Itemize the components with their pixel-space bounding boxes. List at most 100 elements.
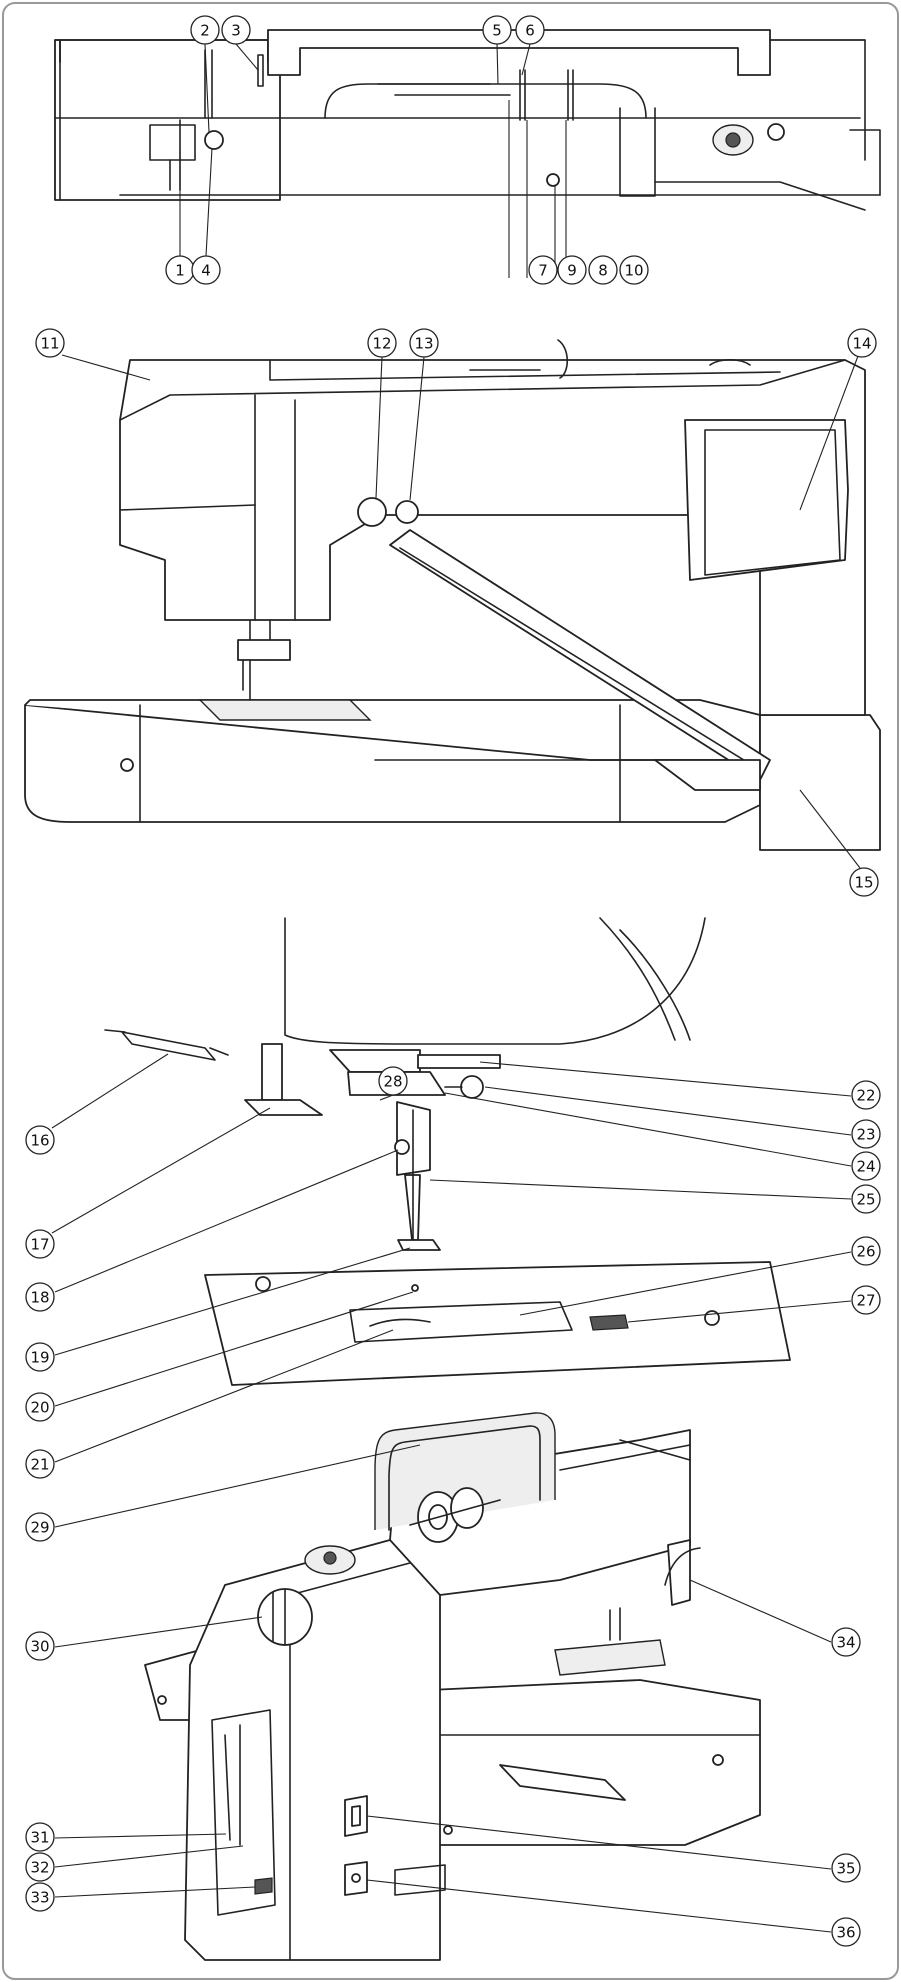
callout-circle-11	[35, 328, 65, 358]
callout-23: 23	[851, 1119, 881, 1149]
callout-number-22: 22	[856, 1087, 875, 1105]
callout-number-31: 31	[30, 1829, 49, 1847]
callout-number-6: 6	[525, 22, 535, 40]
callout-leader-17	[51, 1107, 271, 1234]
callout-circle-15	[849, 867, 879, 897]
callout-9: 9	[557, 255, 587, 285]
callout-4: 4	[191, 255, 221, 285]
callout-circle-23	[851, 1119, 881, 1149]
callout-3: 3	[221, 15, 251, 45]
callout-circle-2	[190, 15, 220, 45]
callout-leader-13	[409, 356, 425, 501]
callout-circle-34	[831, 1627, 861, 1657]
callout-5: 5	[482, 15, 512, 45]
callout-number-32: 32	[30, 1859, 49, 1877]
callout-leader-3	[235, 43, 259, 71]
callout-24: 24	[851, 1151, 881, 1181]
callout-leader-5	[496, 43, 499, 85]
callout-leader-26	[519, 1251, 852, 1316]
callout-leader-34	[689, 1579, 832, 1643]
callout-30: 30	[25, 1631, 55, 1661]
callout-34: 34	[831, 1627, 861, 1657]
callout-2: 2	[190, 15, 220, 45]
callout-number-23: 23	[856, 1126, 875, 1144]
callout-leader-23	[484, 1086, 852, 1136]
needle-area-view	[104, 917, 791, 1386]
callout-circle-28	[378, 1066, 408, 1096]
callout-leader-27	[627, 1300, 852, 1323]
callout-circle-3	[221, 15, 251, 45]
callout-number-28: 28	[383, 1073, 402, 1091]
callout-number-21: 21	[30, 1456, 49, 1474]
callout-22: 22	[851, 1080, 881, 1110]
callout-number-2: 2	[200, 22, 210, 40]
callout-circle-36	[831, 1917, 861, 1947]
callout-number-17: 17	[30, 1236, 49, 1254]
callout-number-14: 14	[852, 335, 871, 353]
callout-circle-12	[367, 328, 397, 358]
callout-number-12: 12	[372, 335, 391, 353]
callout-circle-16	[25, 1125, 55, 1155]
callout-number-33: 33	[30, 1889, 49, 1907]
callout-circle-14	[847, 328, 877, 358]
callout-11: 11	[35, 328, 65, 358]
callout-12: 12	[367, 328, 397, 358]
callout-21: 21	[25, 1449, 55, 1479]
callout-13: 13	[409, 328, 439, 358]
callout-35: 35	[831, 1853, 861, 1883]
callout-10: 10	[619, 255, 649, 285]
callout-17: 17	[25, 1229, 55, 1259]
callout-number-8: 8	[598, 262, 608, 280]
callout-leader-15	[799, 789, 861, 869]
callout-18: 18	[25, 1282, 55, 1312]
callout-28: 28	[378, 1066, 408, 1096]
callout-number-35: 35	[836, 1860, 855, 1878]
callout-16: 16	[25, 1125, 55, 1155]
rear-view	[144, 1412, 761, 1961]
callout-32: 32	[25, 1852, 55, 1882]
callout-number-25: 25	[856, 1191, 875, 1209]
callout-leader-36	[366, 1879, 832, 1933]
callout-leader-12	[375, 356, 383, 499]
callout-1: 1	[165, 255, 195, 285]
callout-circle-35	[831, 1853, 861, 1883]
callout-circle-10	[619, 255, 649, 285]
callout-circle-33	[25, 1882, 55, 1912]
callout-circle-9	[557, 255, 587, 285]
callout-7: 7	[528, 255, 558, 285]
callout-leader-30	[54, 1616, 263, 1648]
callout-26: 26	[851, 1236, 881, 1266]
callout-leader-33	[54, 1886, 256, 1898]
front-view	[24, 339, 881, 851]
callout-leader-2	[204, 43, 210, 133]
callout-circle-27	[851, 1285, 881, 1315]
callout-number-27: 27	[856, 1292, 875, 1310]
callout-circle-25	[851, 1184, 881, 1214]
callout-circle-7	[528, 255, 558, 285]
callout-27: 27	[851, 1285, 881, 1315]
callout-leader-25	[429, 1179, 852, 1200]
callout-number-30: 30	[30, 1638, 49, 1656]
callout-circle-18	[25, 1282, 55, 1312]
callout-19: 19	[25, 1342, 55, 1372]
callout-number-24: 24	[856, 1158, 875, 1176]
callout-leader-20	[54, 1291, 414, 1407]
callout-number-7: 7	[538, 262, 548, 280]
callout-14: 14	[847, 328, 877, 358]
callout-36: 36	[831, 1917, 861, 1947]
callout-leader-35	[366, 1815, 832, 1870]
callout-6: 6	[515, 15, 545, 45]
callout-number-18: 18	[30, 1289, 49, 1307]
top-view	[54, 29, 881, 278]
callout-leader-18	[54, 1149, 399, 1293]
callout-leader-29	[54, 1444, 421, 1528]
callout-circle-29	[25, 1512, 55, 1542]
callout-leader-16	[51, 1053, 169, 1129]
callout-8: 8	[588, 255, 618, 285]
callout-leader-6	[521, 43, 531, 76]
callout-15: 15	[849, 867, 879, 897]
callout-leader-24	[444, 1092, 852, 1167]
callout-circle-26	[851, 1236, 881, 1266]
callout-leader-4	[205, 147, 213, 257]
